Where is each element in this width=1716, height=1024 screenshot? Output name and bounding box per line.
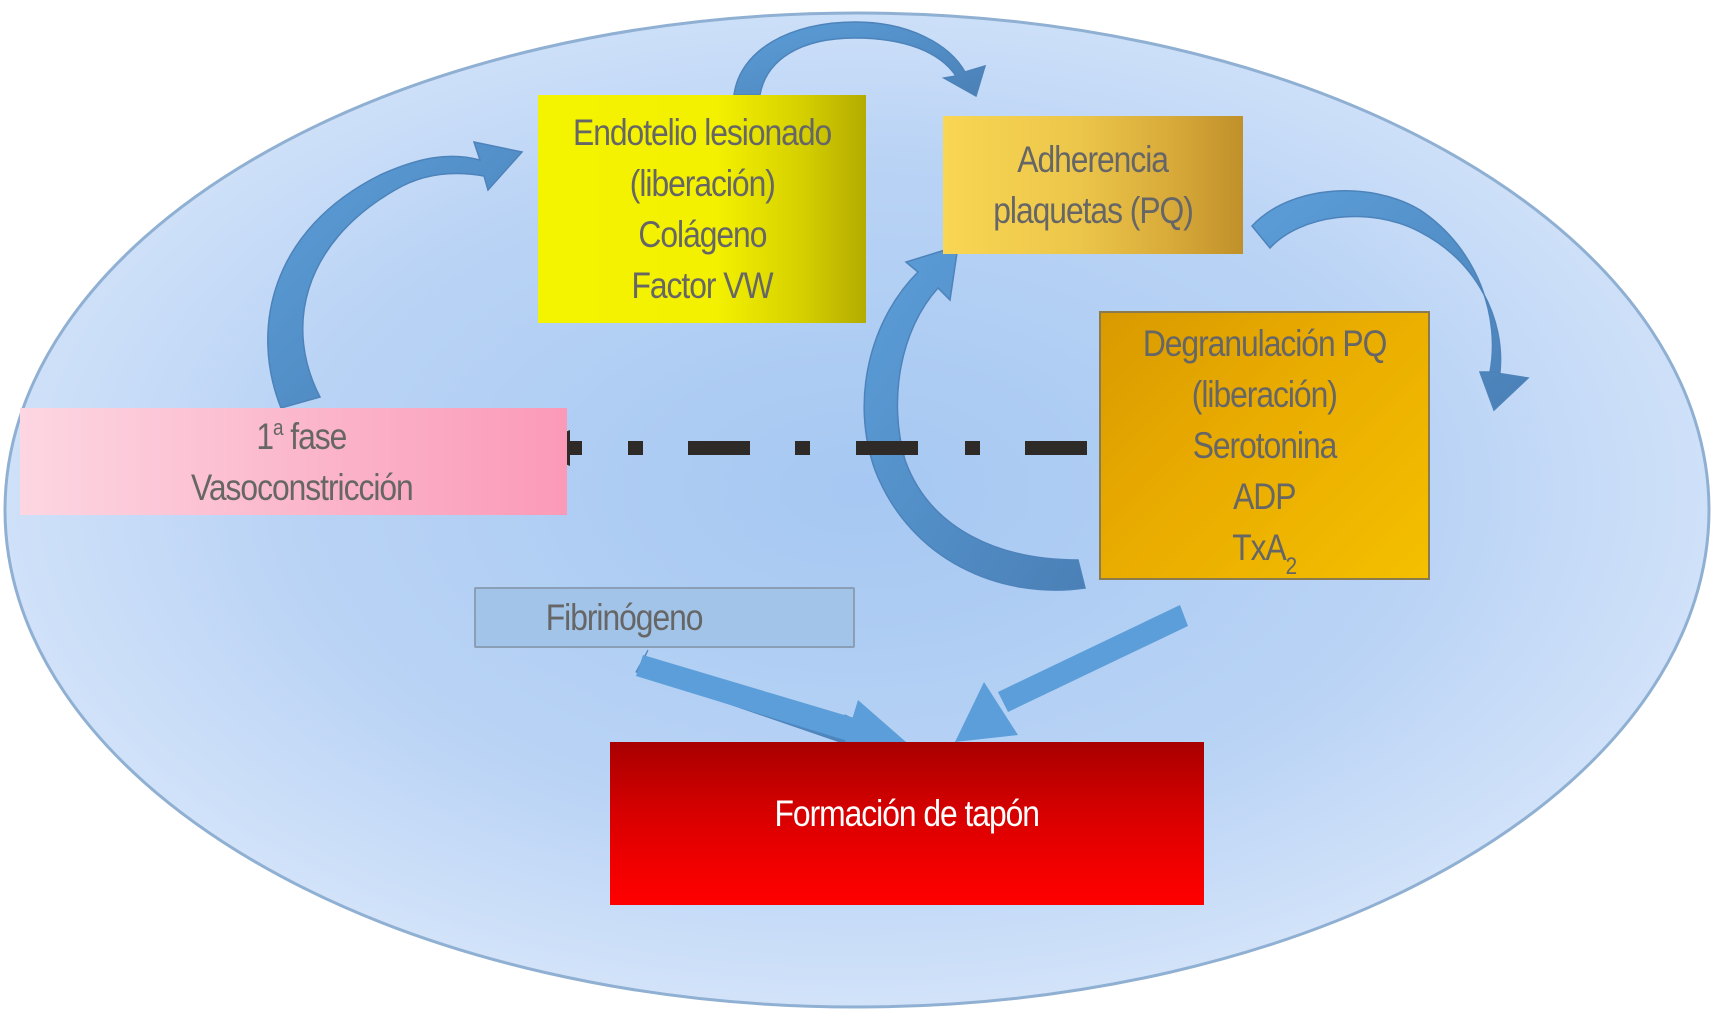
degran-line-2: (liberación) bbox=[1191, 374, 1338, 415]
node-fibrinogeno: Fibrinógeno bbox=[474, 587, 855, 648]
endotelio-line-2: (liberación) bbox=[629, 163, 775, 204]
arrow-degranulacion-to-adherencia bbox=[863, 244, 1086, 591]
degran-line-3: Serotonina bbox=[1192, 425, 1338, 466]
dash-dot bbox=[965, 441, 980, 455]
dash-dot bbox=[628, 441, 643, 455]
txa-main: TxA bbox=[1232, 527, 1288, 568]
vaso-label: Vasoconstricción bbox=[190, 466, 414, 508]
fibrinogeno-label: Fibrinógeno bbox=[546, 597, 704, 638]
arrow-degranulacion-to-tapon-head bbox=[955, 682, 1018, 742]
dash-stub bbox=[566, 441, 582, 455]
degran-line-4: ADP bbox=[1233, 476, 1296, 517]
arrow-adherencia-to-degranulacion bbox=[1251, 190, 1530, 412]
tapon-label: Formación de tapón bbox=[774, 793, 1040, 834]
background-ellipse bbox=[3, 11, 1711, 1009]
vaso-phase-number: 1 bbox=[256, 415, 274, 457]
dash-segment bbox=[1025, 441, 1087, 455]
node-vasoconstriccion: 1a fase Vasoconstricción bbox=[20, 408, 567, 515]
vaso-line-2: Vasoconstricción bbox=[173, 462, 431, 513]
arrow-endotelio-to-adherencia bbox=[733, 21, 987, 98]
dash-segment bbox=[688, 441, 750, 455]
arrow-fibrinogeno-to-tapon-head bbox=[842, 700, 906, 752]
txa-subscript: 2 bbox=[1286, 553, 1297, 580]
arrow-vaso-to-endotelio bbox=[267, 140, 524, 409]
endotelio-line-3: Colágeno bbox=[638, 214, 767, 255]
adherencia-line-1: Adherencia bbox=[1017, 139, 1170, 180]
node-formacion-tapon: Formación de tapón bbox=[610, 742, 1204, 905]
adherencia-line-2: plaquetas (PQ) bbox=[993, 190, 1194, 231]
vaso-line-1: 1a fase bbox=[249, 411, 354, 462]
vaso-phase-ordinal: a bbox=[273, 414, 284, 440]
dash-segment bbox=[856, 441, 918, 455]
dash-dot bbox=[795, 441, 810, 455]
arrow-fibrinogeno-to-tapon-shaft bbox=[636, 655, 861, 742]
degran-line-1: Degranulación PQ bbox=[1142, 323, 1388, 364]
node-adherencia-plaquetas: Adherencia plaquetas (PQ) bbox=[943, 116, 1243, 254]
arrow-degranulacion-to-tapon-shaft bbox=[998, 605, 1188, 712]
node-endotelio-lesionado: Endotelio lesionado (liberación) Colágen… bbox=[538, 95, 866, 323]
degran-line-5: TxA2 bbox=[1232, 522, 1298, 579]
endotelio-line-4: Factor VW bbox=[631, 265, 773, 306]
vaso-phase-word: fase bbox=[282, 415, 347, 457]
node-degranulacion: Degranulación PQ (liberación) Serotonina… bbox=[1099, 311, 1430, 580]
endotelio-line-1: Endotelio lesionado bbox=[572, 112, 832, 153]
